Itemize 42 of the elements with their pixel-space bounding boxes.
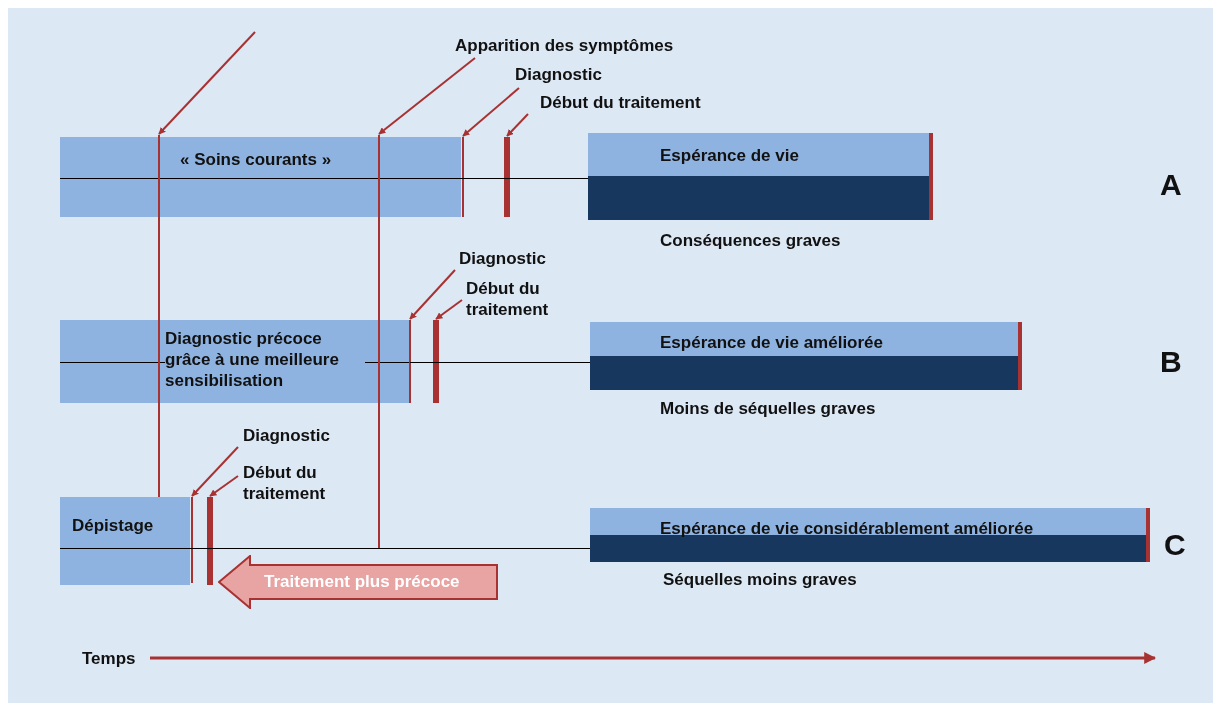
axis-label: Temps (82, 648, 136, 669)
timeline-bar (60, 497, 190, 585)
bar-label: « Soins courants » (180, 149, 332, 170)
callout-text: Début du traitement (466, 278, 566, 320)
bar-label: Espérance de vie considérablement améliorée (660, 518, 1034, 539)
bar-label: Espérance de vie améliorée (660, 332, 884, 353)
row-letter: B (1160, 345, 1182, 379)
callout-text: Apparition des symptômes (455, 35, 725, 56)
leader-arrow (209, 475, 239, 497)
life-expectancy-bar (590, 322, 1022, 390)
connector-line (409, 362, 591, 363)
life-expectancy-bar (588, 133, 933, 220)
left-arrow-box: Traitement plus précoce (218, 555, 498, 609)
leader-arrow (462, 87, 520, 137)
marker-line (409, 320, 411, 403)
marker-line (462, 137, 464, 217)
leader-arrow (409, 269, 456, 320)
timeline-bar (60, 320, 410, 403)
bar-label: Espérance de vie (660, 145, 799, 166)
connector-line (460, 178, 589, 179)
marker-line (158, 135, 160, 497)
life-expectancy-bar (590, 508, 1150, 562)
leader-arrow (378, 57, 476, 135)
bar-label: Dépistage (72, 515, 154, 536)
row-letter: A (1160, 168, 1182, 202)
outcome-caption: Moins de séquelles graves (660, 398, 876, 419)
leader-arrow (506, 113, 529, 137)
timeline-bar (60, 137, 461, 217)
callout-text: Diagnostic (515, 64, 625, 85)
callout-text: Diagnostic (459, 248, 569, 269)
callout-text: Diagnostic (243, 425, 353, 446)
connector-line (189, 548, 591, 549)
callout-text: Début du traitement (540, 92, 740, 113)
callout-text: Début du traitement (243, 462, 343, 504)
marker-line (191, 497, 193, 583)
marker-line (378, 135, 380, 548)
row-letter: C (1164, 528, 1186, 562)
leader-arrow (435, 299, 463, 320)
leader-arrow (158, 31, 256, 135)
outcome-caption: Séquelles moins graves (663, 569, 857, 590)
leader-arrow (191, 446, 239, 497)
outcome-caption: Conséquences graves (660, 230, 841, 251)
